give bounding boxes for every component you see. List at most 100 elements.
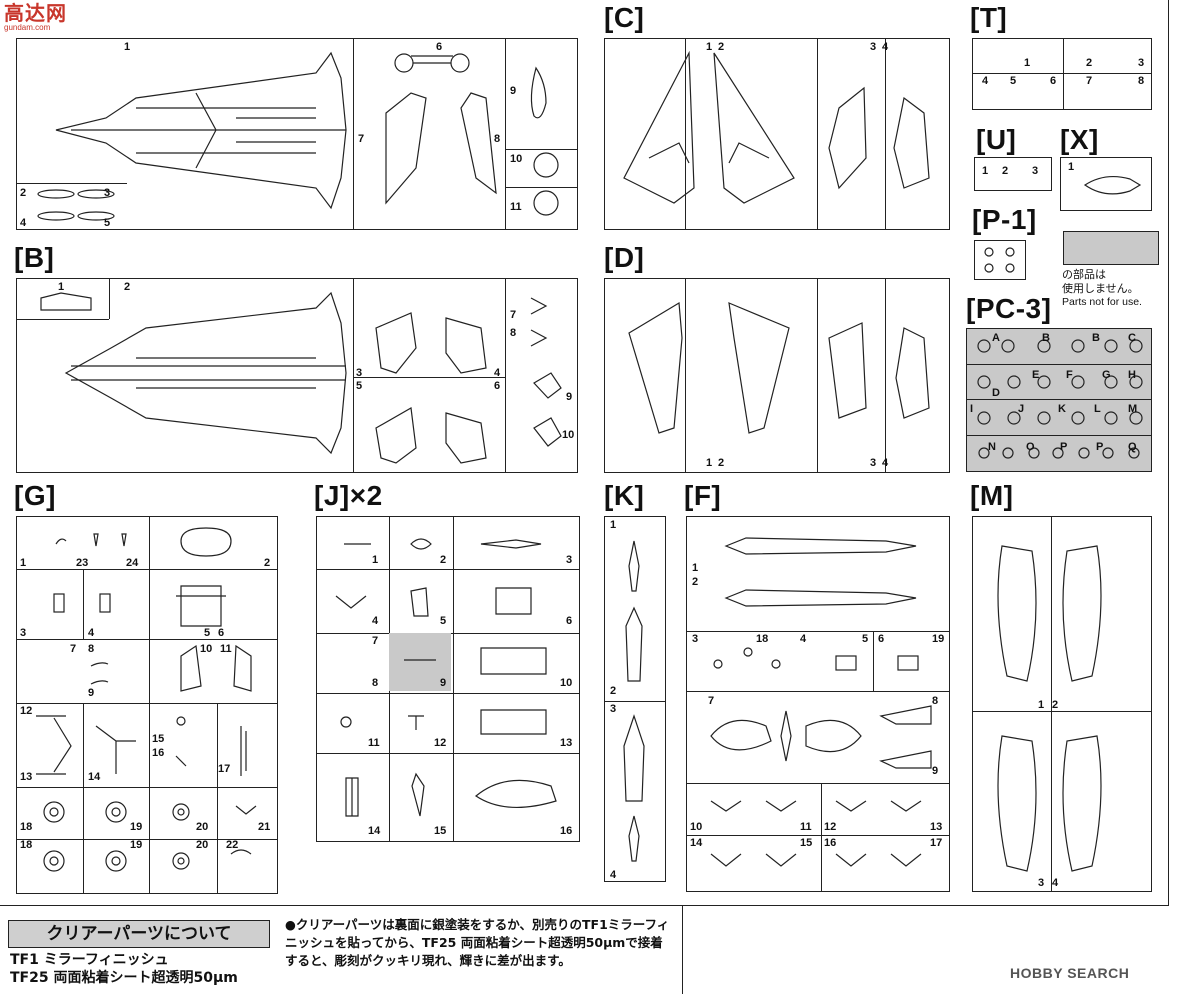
- sprue-c-drawings: [623, 50, 930, 204]
- part-number: 3: [20, 627, 27, 639]
- part-number: 18: [20, 821, 33, 833]
- part-number: 4: [494, 367, 501, 379]
- part-number: 7: [372, 635, 379, 647]
- section-b-label: [B]: [14, 242, 55, 273]
- part-number: 18: [20, 839, 33, 851]
- part-number: 8: [372, 677, 379, 689]
- part-number: 1: [1068, 161, 1075, 173]
- sprue-g-drawings: [36, 527, 257, 872]
- part-number: 13: [20, 771, 33, 783]
- section-c-label: [C]: [604, 2, 645, 33]
- clear-parts-heading: クリアーパーツについて: [8, 920, 270, 948]
- part-number: 3: [870, 41, 877, 53]
- pc3-letter: H: [1128, 369, 1136, 381]
- part-number: 1: [706, 41, 713, 53]
- part-number: 11: [510, 201, 522, 213]
- part-number: 12: [20, 705, 33, 717]
- sprue-x: [1060, 157, 1152, 211]
- part-number: 4: [372, 615, 379, 627]
- part-number: 19: [130, 821, 143, 833]
- part-number: 2: [440, 554, 447, 566]
- pc3-letter: D: [992, 387, 1000, 399]
- part-number: 3: [1138, 57, 1145, 69]
- sprue-f-drawings: [710, 537, 932, 867]
- section-j-label: [J]×2: [314, 480, 383, 511]
- part-number: 3: [692, 633, 699, 645]
- part-number: 12: [434, 737, 447, 749]
- part-number: 4: [1052, 877, 1059, 889]
- part-number: 17: [930, 837, 943, 849]
- part-number: 2: [1086, 57, 1093, 69]
- part-number: 7: [70, 643, 77, 655]
- pc3-letter: L: [1094, 403, 1101, 415]
- section-g-label: [G]: [14, 480, 56, 511]
- part-number: 11: [800, 821, 812, 833]
- sprue-m-drawings: [997, 545, 1102, 872]
- part-number: 20: [196, 839, 209, 851]
- part-number: 7: [708, 695, 715, 707]
- sprue-k-drawings: [623, 540, 645, 862]
- part-number: 5: [1010, 75, 1017, 87]
- part-number: 6: [1050, 75, 1057, 87]
- part-number: 5: [204, 627, 211, 639]
- part-number: 15: [434, 825, 447, 837]
- part-number: 2: [718, 41, 725, 53]
- part-number: 7: [1086, 75, 1093, 87]
- part-number: 8: [510, 327, 517, 339]
- pc3-letter: I: [970, 403, 974, 415]
- sprue-a-drawings: [37, 51, 559, 221]
- pc3-letter: G: [1102, 369, 1111, 381]
- sprue-j-drawings: [335, 538, 557, 817]
- part-number: 2: [692, 576, 699, 588]
- part-number: 1: [58, 281, 65, 293]
- part-number: 23: [76, 557, 89, 569]
- part-number: 24: [126, 557, 139, 569]
- part-number: 4: [610, 869, 617, 881]
- section-u-label: [U]: [976, 124, 1017, 155]
- sprue-b-drawings: [40, 291, 562, 464]
- sprue-d-drawings: [628, 301, 930, 434]
- part-number: 11: [368, 737, 380, 749]
- part-number: 1: [124, 41, 131, 53]
- pc3-letter: B: [1042, 332, 1050, 344]
- sprue-p1: [974, 240, 1026, 280]
- pc3-letter: Q: [1128, 441, 1137, 453]
- part-number: 10: [200, 643, 213, 655]
- unused-swatch: [1063, 231, 1159, 265]
- section-t-label: [T]: [970, 2, 1008, 33]
- section-k-label: [K]: [604, 480, 645, 511]
- note-divider: [682, 905, 683, 994]
- unused-en: Parts not for use.: [1062, 296, 1142, 308]
- part-number: 1: [20, 557, 27, 569]
- part-number: 15: [152, 733, 165, 745]
- pc3-letter: P: [1060, 441, 1068, 453]
- part-number: 21: [258, 821, 271, 833]
- part-number: 6: [566, 615, 573, 627]
- part-number: 1: [1038, 699, 1045, 711]
- part-number: 10: [690, 821, 703, 833]
- clear-parts-line1: TF1 ミラーフィニッシュ: [10, 952, 169, 968]
- part-number: 19: [932, 633, 945, 645]
- part-number: 4: [882, 41, 889, 53]
- part-number: 4: [20, 217, 27, 229]
- section-d-label: [D]: [604, 242, 645, 273]
- part-number: 2: [1002, 165, 1009, 177]
- sprue-x-drawings: [1083, 175, 1142, 195]
- part-number: 22: [226, 839, 239, 851]
- part-number: 4: [882, 457, 889, 469]
- sprue-a: [16, 38, 578, 230]
- part-number: 4: [800, 633, 807, 645]
- clear-parts-body: ●クリアーパーツは裏面に銀塗装をするか、別売りのTF1ミラーフィニッシュを貼って…: [285, 917, 670, 968]
- part-number: 3: [870, 457, 877, 469]
- part-number: 19: [130, 839, 143, 851]
- note-top-border: [0, 905, 682, 906]
- part-number: 9: [932, 765, 939, 777]
- watermark-logo: 高达网 gundam.com: [4, 4, 70, 38]
- part-number: 16: [152, 747, 165, 759]
- part-number: 5: [356, 380, 363, 392]
- part-number: 1: [982, 165, 989, 177]
- part-number: 3: [356, 367, 363, 379]
- part-number: 11: [220, 643, 232, 655]
- watermark-title: 高达网: [4, 3, 67, 25]
- pc3-letter: K: [1058, 403, 1066, 415]
